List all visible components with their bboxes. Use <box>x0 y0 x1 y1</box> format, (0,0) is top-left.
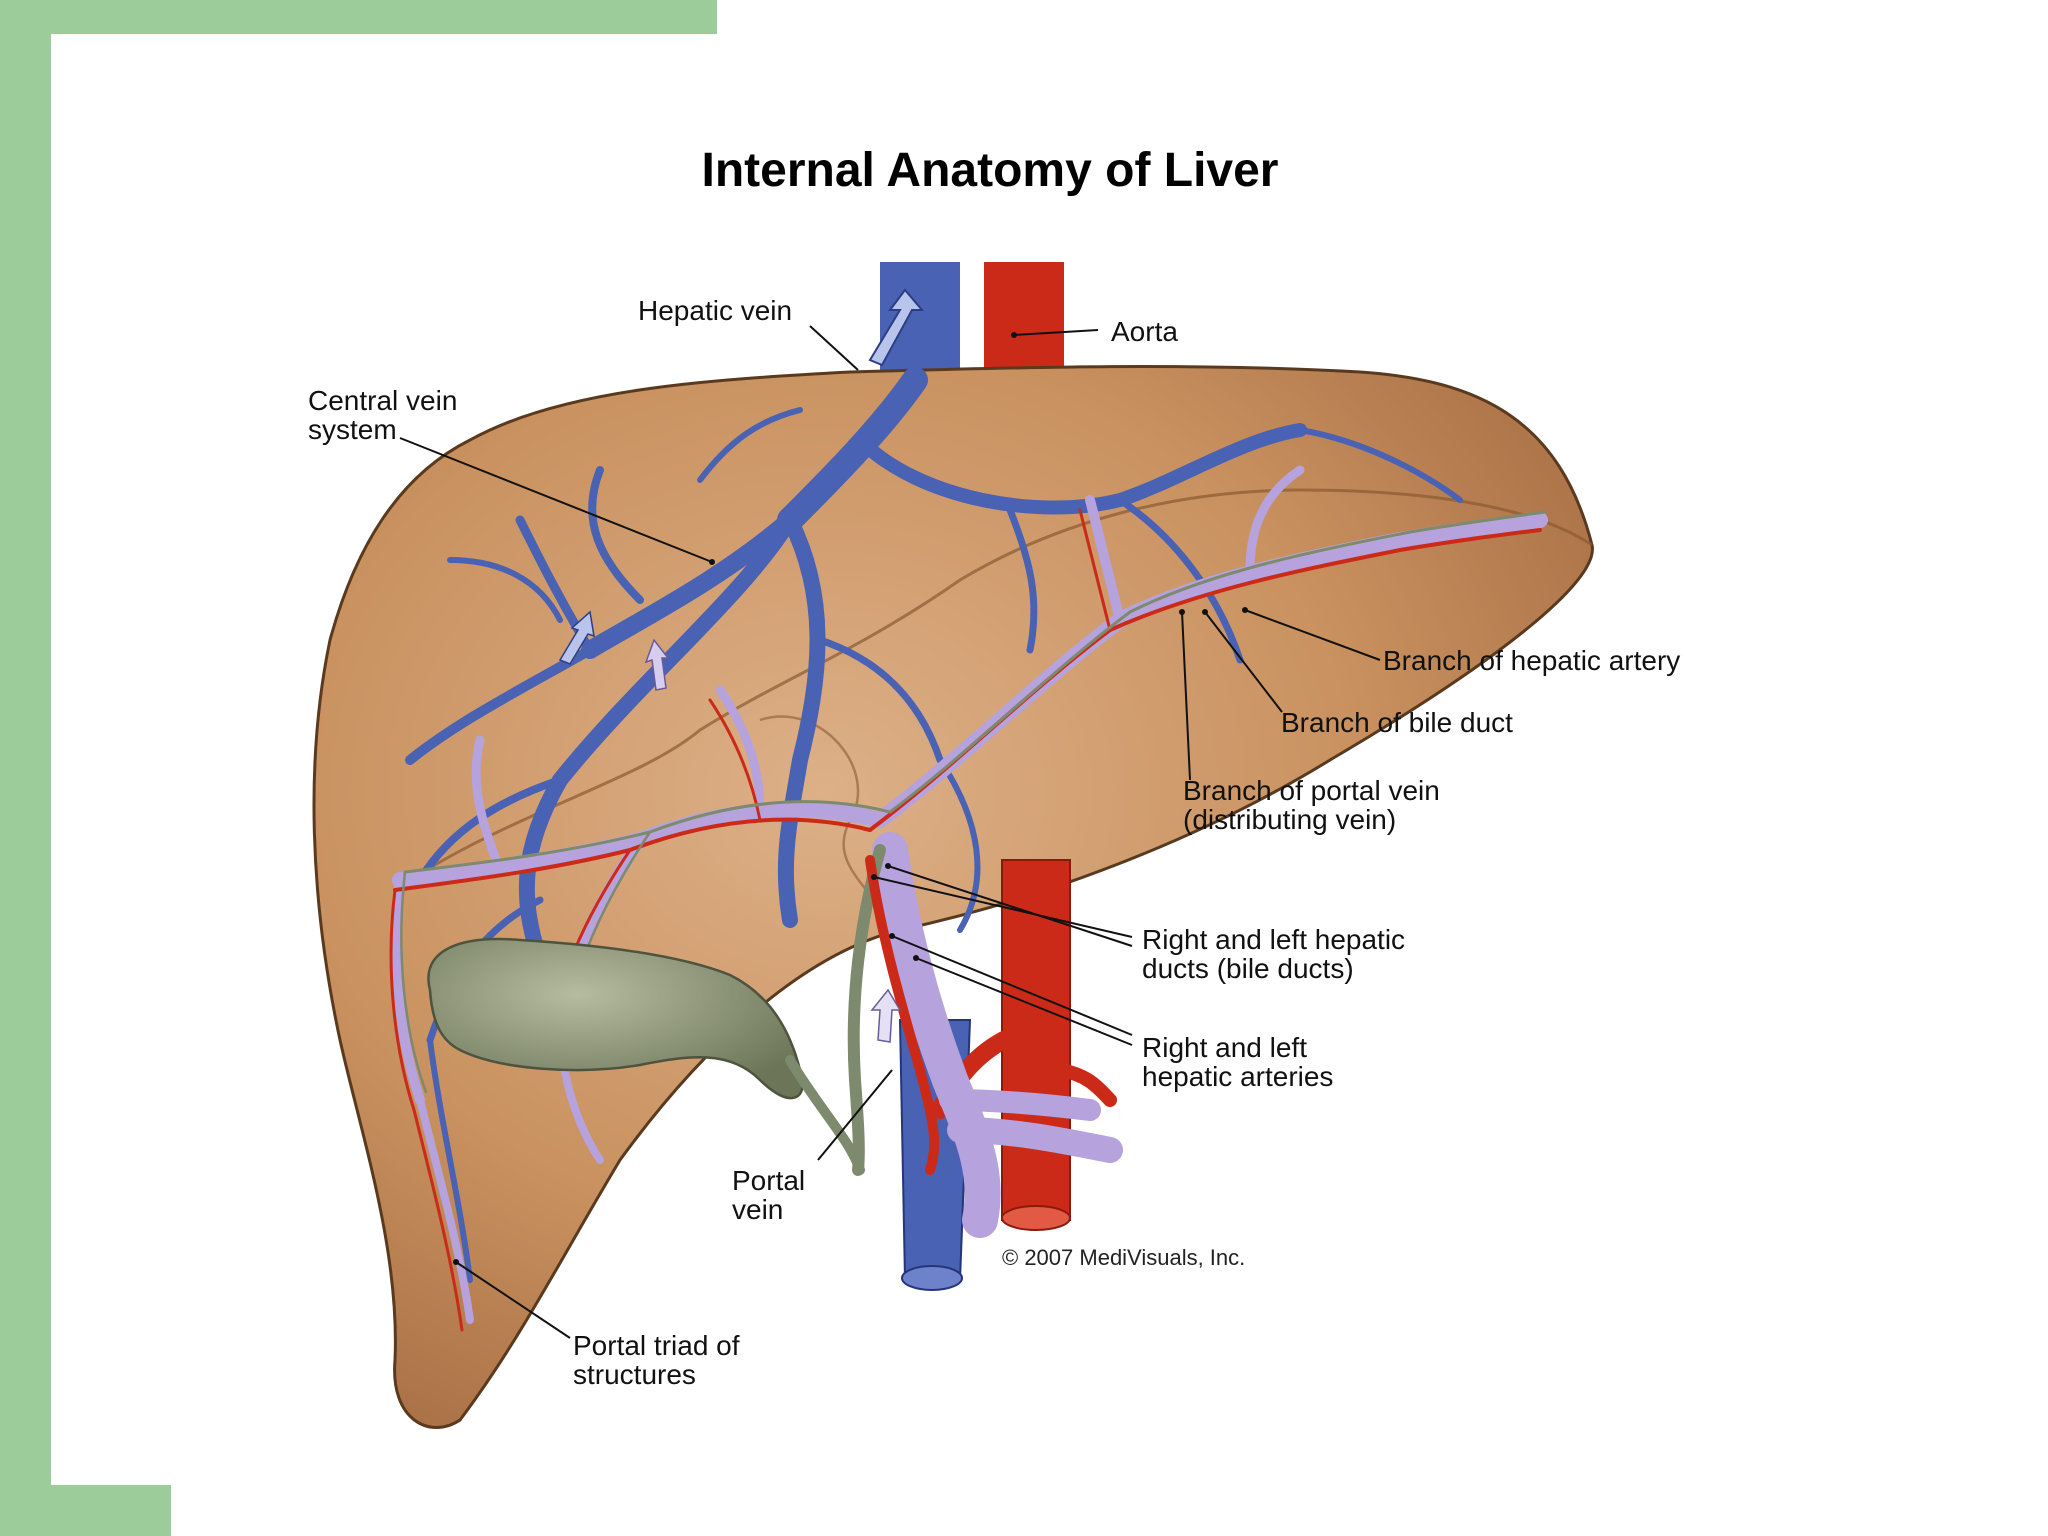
liver-upper-ridge <box>409 488 1593 882</box>
portal-triad-network <box>389 465 1548 1332</box>
leader-dots <box>453 332 1248 1265</box>
aorta-opening <box>1001 1205 1071 1231</box>
hepatic-artery-proper <box>865 855 940 1175</box>
label-hepatic-arteries-line1: Right and left <box>1142 1032 1307 1063</box>
portal-vein-tributary-2 <box>939 1089 1101 1121</box>
vein-flow-arrow-mid <box>644 638 670 691</box>
label-portal-vein-branch-line1: Branch of portal vein <box>1183 775 1440 806</box>
portal-vein-trunk <box>872 832 1001 1238</box>
frame-band-left <box>0 0 51 1536</box>
label-hepatic-artery-branch: Branch of hepatic artery <box>1383 645 1680 676</box>
frame-band-top <box>0 0 717 34</box>
label-hepatic-ducts-line1: Right and left hepatic <box>1142 924 1405 955</box>
label-hepatic-ducts-line2: ducts (bile ducts) <box>1142 953 1354 984</box>
frame-band-bottom <box>0 1485 171 1536</box>
portal-vein-tributary-1 <box>947 1117 1123 1163</box>
gallbladder <box>427 937 804 1100</box>
vena-cava-opening <box>901 1265 963 1291</box>
label-portal-triad-line1: Portal triad of <box>573 1330 740 1361</box>
label-portal-vein-line2: vein <box>732 1194 783 1225</box>
common-bile-duct <box>847 844 886 1176</box>
copyright-notice: © 2007 MediVisuals, Inc. <box>1002 1245 1245 1270</box>
diagram-title: Internal Anatomy of Liver <box>702 144 1279 197</box>
leader-lines <box>399 325 1381 1339</box>
label-portal-vein-line1: Portal <box>732 1165 805 1196</box>
celiac-branch-right <box>1053 1063 1117 1107</box>
vein-flow-arrow-left <box>558 610 595 665</box>
hepatic-vein-arrow <box>868 288 925 367</box>
label-portal-triad-line2: structures <box>573 1359 696 1390</box>
portal-flow-arrow <box>870 988 902 1043</box>
label-central-vein-line1: Central vein <box>308 385 457 416</box>
label-aorta: Aorta <box>1111 316 1178 347</box>
label-central-vein-line2: system <box>308 414 397 445</box>
label-bile-duct-branch: Branch of bile duct <box>1281 707 1513 738</box>
label-hepatic-vein: Hepatic vein <box>638 295 792 326</box>
label-portal-vein-branch-line2: (distributing vein) <box>1183 804 1396 835</box>
label-hepatic-arteries-line2: hepatic arteries <box>1142 1061 1333 1092</box>
